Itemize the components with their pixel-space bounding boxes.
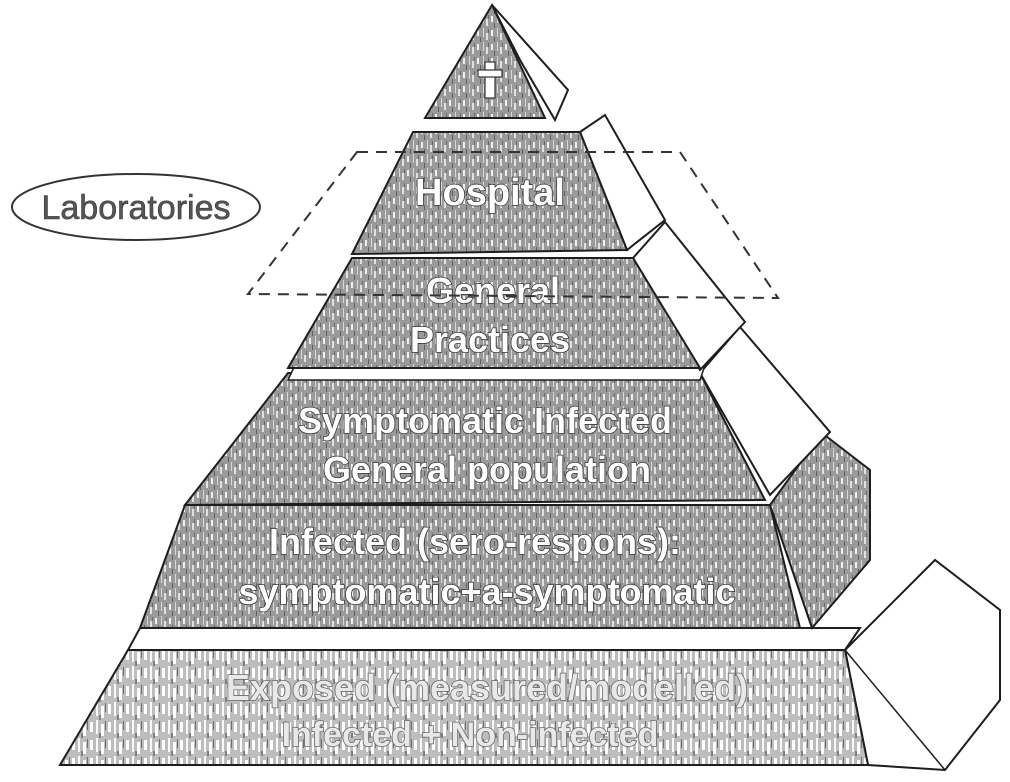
tier-symptomatic-label-line1: Symptomatic Infected	[298, 400, 672, 441]
tier-infected-front	[138, 504, 802, 629]
tier-hospital: Hospital	[350, 113, 667, 256]
tier-hospital-label: Hospital	[415, 172, 565, 214]
tier-death	[423, 2, 570, 123]
tier-gp-label-line1: General	[426, 270, 560, 311]
laboratories-callout: Laboratories	[11, 173, 261, 241]
tier-death-side	[491, 4, 570, 123]
tier-exposed-label-line1: Exposed (measured/modelled)	[226, 667, 748, 708]
tier-infected-label-line2: symptomatic+a-symptomatic	[238, 571, 735, 612]
laboratories-label: Laboratories	[41, 189, 230, 227]
tier-exposed-label-line2: Infected + Non-infected	[282, 716, 659, 754]
cross-icon	[477, 61, 503, 99]
tier-exposed-ledge	[126, 627, 862, 651]
laboratories-ellipse	[11, 173, 261, 241]
tier-exposed-side-edge	[844, 649, 946, 771]
tier-infected: Infected (sero-respons): symptomatic+a-s…	[138, 431, 871, 630]
tier-gp-label-line2: Practices	[410, 319, 570, 360]
tier-general-practices: General Practices	[286, 220, 747, 372]
tier-gp-front	[286, 257, 702, 369]
tier-symptomatic-label-line2: General population	[323, 449, 651, 490]
tier-infected-label-line1: Infected (sero-respons):	[269, 521, 681, 562]
tier-infected-side-edge	[769, 504, 813, 629]
tier-hospital-front	[350, 131, 629, 256]
tier-exposed-side	[843, 558, 1001, 772]
laboratory-coverage-outline	[245, 151, 780, 300]
tier-exposed: Exposed (measured/modelled) Infected + N…	[58, 558, 1001, 772]
tier-symptomatic: Symptomatic Infected General population	[182, 325, 832, 507]
